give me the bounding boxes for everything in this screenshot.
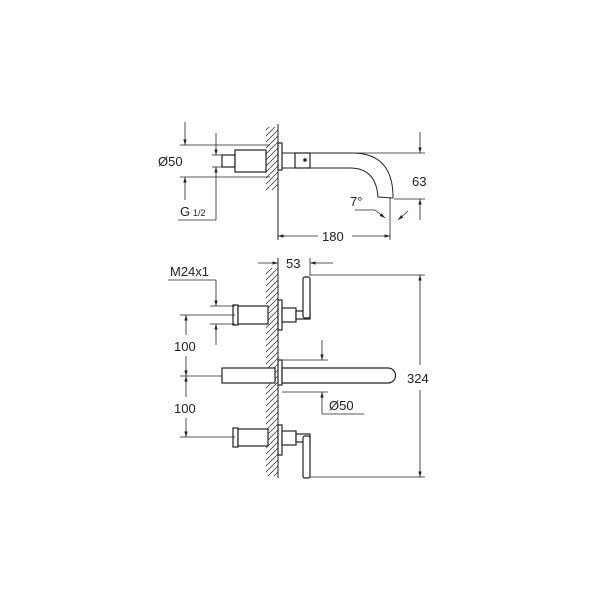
spout-tube <box>221 367 276 384</box>
thread-m-label: M24x1 <box>170 264 209 279</box>
spacing-top-label: 100 <box>174 339 196 354</box>
length-label: 180 <box>322 229 344 244</box>
top-valve-body <box>237 305 269 325</box>
flange <box>277 142 283 171</box>
inlet-pipe <box>221 154 236 168</box>
front-view: 53 M24x1 100 100 324 Ø50 <box>168 256 429 479</box>
offset-label: 53 <box>286 256 300 271</box>
valve-body <box>234 149 267 173</box>
dia-label: Ø50 <box>158 154 183 169</box>
total-height-label: 324 <box>407 371 429 386</box>
wall-hatching <box>266 127 278 190</box>
spout-dia-label: Ø50 <box>329 398 354 413</box>
height-label: 63 <box>412 174 426 189</box>
spacing-bottom-label: 100 <box>174 401 196 416</box>
bottom-valve-body <box>237 428 269 447</box>
bottom-lever <box>302 435 311 479</box>
side-view: Ø50 G 1/2 63 7° 180 <box>158 122 426 244</box>
thread-g-label: G <box>180 204 190 219</box>
angle-label: 7° <box>350 194 362 209</box>
spout <box>281 367 397 384</box>
top-lever <box>302 276 311 319</box>
spout-bracket <box>294 152 311 169</box>
thread-frac-label: 1/2 <box>193 208 206 218</box>
